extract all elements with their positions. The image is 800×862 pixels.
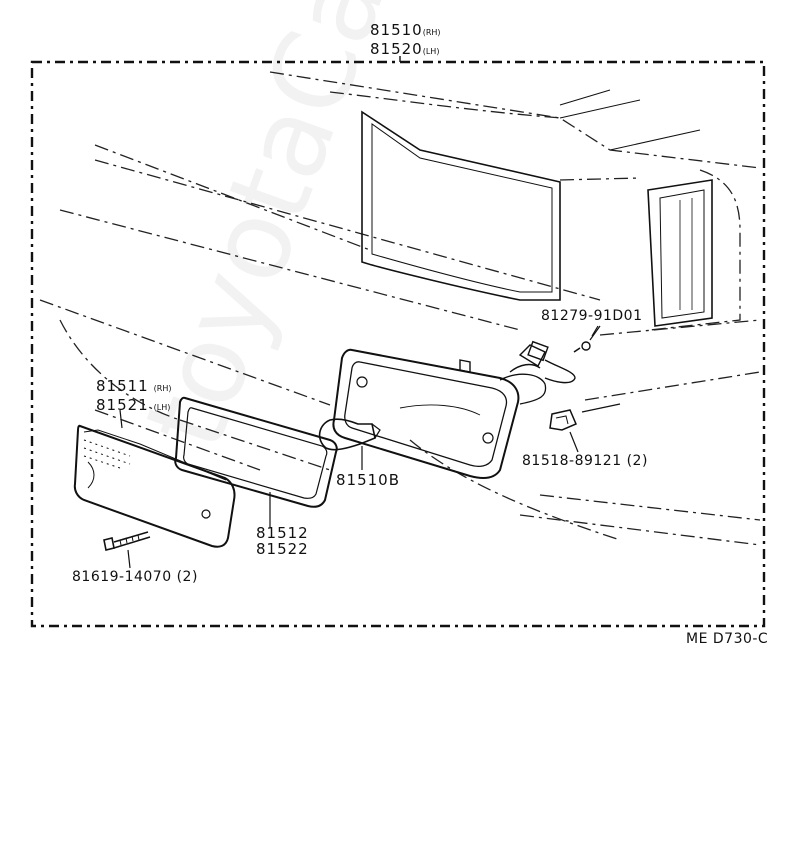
bulb <box>318 418 381 451</box>
clip-leader <box>569 431 579 453</box>
label-bulb: 81510B <box>336 471 401 489</box>
corner-lamp <box>647 179 713 327</box>
diagram-code: ME D730-C <box>686 631 769 647</box>
screw-top <box>573 341 591 353</box>
label-gasket: 81512 81522 <box>256 524 309 558</box>
label-lens: 81511 (RH) 81521 (LH) <box>96 377 172 414</box>
label-clip: 81518-89121 (2) <box>522 453 648 469</box>
screw-bottom-leader <box>127 549 131 569</box>
lamp-housing <box>332 348 547 479</box>
headlight-opening <box>361 89 701 301</box>
lens <box>73 424 236 548</box>
label-assembly: 81510(RH) 81520(LH) <box>370 21 441 58</box>
clip-leader-2 <box>581 403 621 413</box>
label-screw-top: 81279-91D01 <box>541 308 643 324</box>
socket-and-wire <box>459 340 576 384</box>
clip <box>549 409 577 431</box>
gasket <box>174 396 338 508</box>
screw-top-leader <box>589 325 601 341</box>
lens-leader <box>119 409 123 429</box>
screw-bottom <box>103 531 151 551</box>
label-screw-bottom: 81619-14070 (2) <box>72 569 198 585</box>
top-screw-leader <box>591 325 599 337</box>
assembly-frame <box>30 60 766 628</box>
